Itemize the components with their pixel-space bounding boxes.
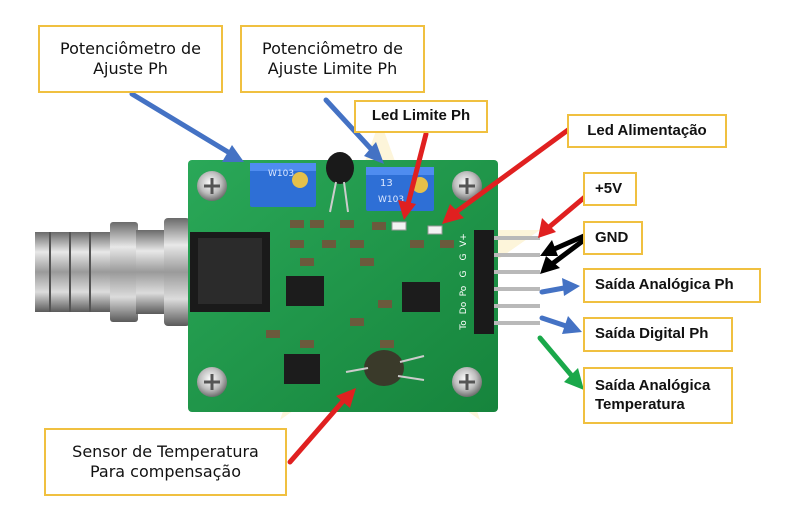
pcb-board [188,160,498,412]
arrow-gnd-2 [549,237,587,267]
label-line: Saída Digital Ph [595,325,709,343]
arrow-led-limite [405,131,429,207]
header-pins [494,236,540,325]
pot-marking-right: W103 [378,195,404,205]
label-pot-ajuste-ph: Potenciômetro de Ajuste Ph [38,25,223,93]
label-led-alimentacao: Led Alimentação [567,114,727,148]
pin-header [474,230,494,334]
pin-label: Do [459,301,469,314]
pin-label: G [459,270,469,277]
label-sensor-temperatura: Sensor de Temperatura Para compensação [44,428,287,496]
arrow-pot-limite [323,97,375,153]
label-line: Temperatura [595,395,685,413]
label-line: Ajuste Limite Ph [267,59,398,78]
pin-label: To [459,320,469,331]
screws [197,171,482,397]
label-line: Led Alimentação [587,121,707,139]
smd-components [266,220,454,348]
label-line: Potenciômetro de [262,39,403,58]
temperature-sensor [345,350,425,386]
arrow-sensor-temp [287,397,347,465]
label-line: Sensor de Temperatura [72,442,259,461]
label-line: +5V [595,179,623,197]
label-line: Potenciômetro de [60,39,201,58]
arrow-5v [545,193,589,231]
transistor [326,152,354,184]
potentiometer-left: W103 [250,163,316,207]
label-saida-analogica-temp: Saída Analógica Temperatura [583,367,733,424]
label-gnd: GND [583,221,643,255]
arrows [129,91,589,465]
arrow-saida-temp [537,335,575,379]
label-line: Saída Analógica Ph [595,276,734,294]
pot-code-right: 13 [380,178,393,189]
arrow-pot-ajuste [129,91,231,155]
label-line: Para compensação [89,462,242,481]
pot-marking-left: W103 [268,169,294,179]
led-limit [391,221,407,231]
bnc-connector [35,218,190,326]
pin-label: V+ [459,233,469,247]
arrow-gnd-1 [549,233,587,253]
label-pot-ajuste-limite-ph: Potenciômetro de Ajuste Limite Ph [240,25,425,93]
label-5v: +5V [583,172,637,206]
arrow-led-alimentacao [453,127,571,215]
ic-chips [284,276,440,384]
led-power [427,225,443,235]
label-line: Led Limite Ph [371,107,471,125]
pin-label: G [459,253,469,260]
arrow-saida-analog-ph [539,285,567,295]
label-line: GND [595,228,629,246]
label-line: Ajuste Ph [93,59,168,78]
arrow-saida-digital-ph [539,315,569,329]
label-line: Saída Analógica [595,376,711,394]
label-saida-digital-ph: Saída Digital Ph [583,317,733,352]
pin-label: Po [459,285,469,296]
label-led-limite-ph: Led Limite Ph [354,100,488,133]
label-saida-analogica-ph: Saída Analógica Ph [583,268,761,303]
